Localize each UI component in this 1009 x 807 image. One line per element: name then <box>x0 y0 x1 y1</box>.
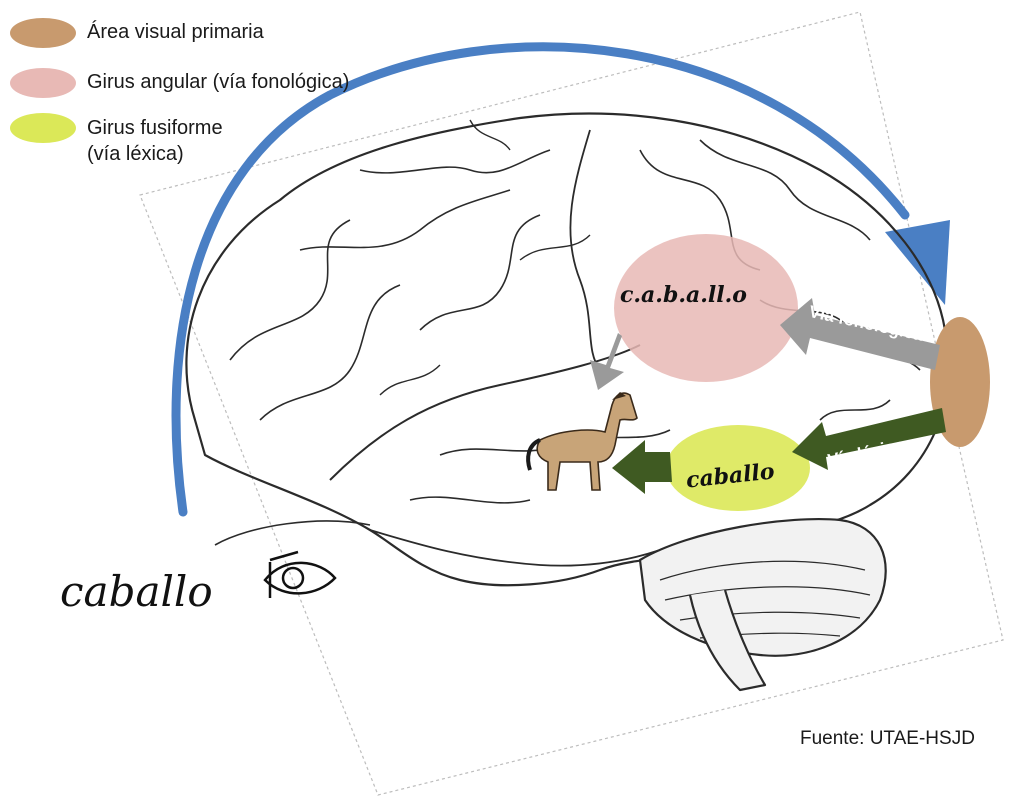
eye-brow <box>215 521 370 545</box>
legend-swatch-angular <box>10 68 76 98</box>
legend-label-fusiform: Girus fusiforme <box>87 115 223 141</box>
angular-gyrus-region <box>614 234 798 382</box>
source-credit: Fuente: UTAE-HSJD <box>800 728 975 750</box>
dashed-frame <box>140 12 1003 795</box>
brain-illustration <box>186 114 948 690</box>
legend-swatch-visual <box>10 18 76 48</box>
legend-label-fusiform-2: (vía léxica) <box>87 141 184 167</box>
outside-word: caballo <box>60 567 213 616</box>
legend-swatch-fusiform <box>10 113 76 143</box>
legend-label-visual: Área visual primaria <box>87 19 264 45</box>
horse-icon <box>528 392 637 490</box>
eye-icon <box>265 552 335 598</box>
legend-label-angular: Girus angular (vía fonológica) <box>87 69 349 95</box>
angular-word: c.a.b.a.ll.o <box>620 282 747 308</box>
yellow-to-horse-arrow <box>612 440 672 494</box>
